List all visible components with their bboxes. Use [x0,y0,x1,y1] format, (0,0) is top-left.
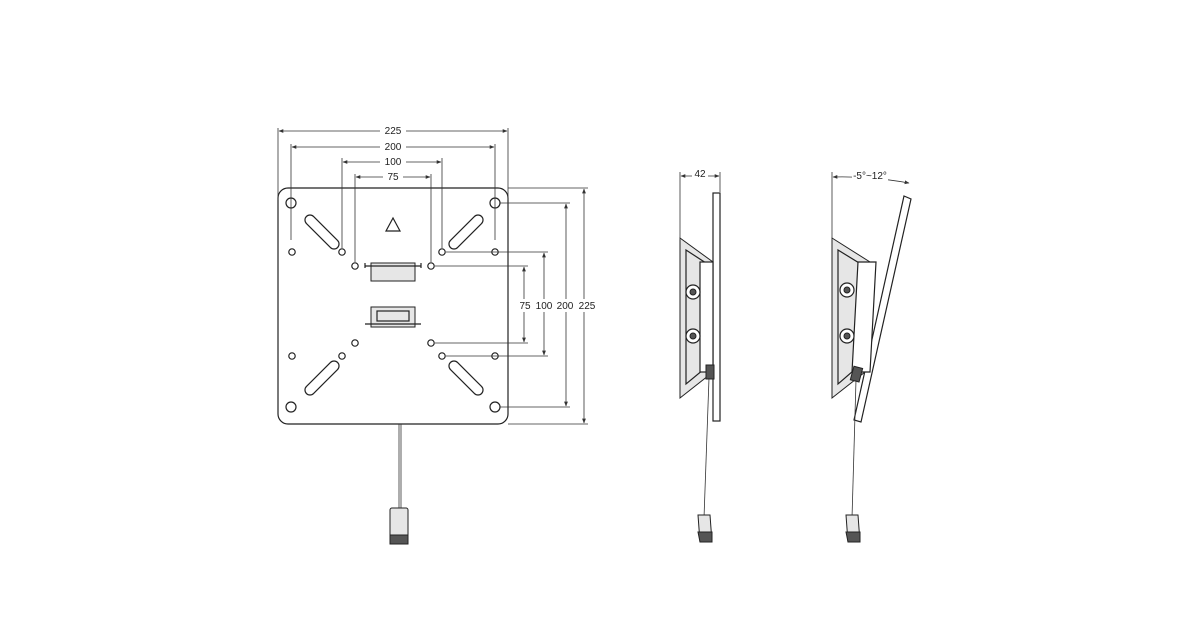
corner-hole [285,401,297,413]
tilt-angle-label: -5°~12° [853,171,887,182]
mounting-plate [277,187,509,425]
dim-label-100: 100 [385,157,402,168]
diagonal-slots [304,214,484,396]
dim-label-225v: 225 [579,301,596,312]
pull-cord [389,424,409,545]
dim-label-100v: 100 [536,301,553,312]
depth-label: 42 [694,169,706,180]
dim-label-75v: 75 [519,301,531,312]
width-dimensions: 225 200 100 75 [277,124,509,262]
lower-hook [365,306,421,328]
dim-label-75: 75 [387,172,399,183]
height-dimensions: 75 100 200 225 [435,187,598,425]
side-plate [712,192,721,422]
dim-label-225: 225 [385,126,402,137]
dim-label-200: 200 [385,142,402,153]
dim-label-200v: 200 [557,301,574,312]
upper-hook [364,262,422,282]
tilt-view: -5°~12° [831,170,912,543]
front-view: 225 200 100 75 [277,124,598,545]
side-view: 42 [679,168,721,543]
triangle-icon [384,216,402,232]
